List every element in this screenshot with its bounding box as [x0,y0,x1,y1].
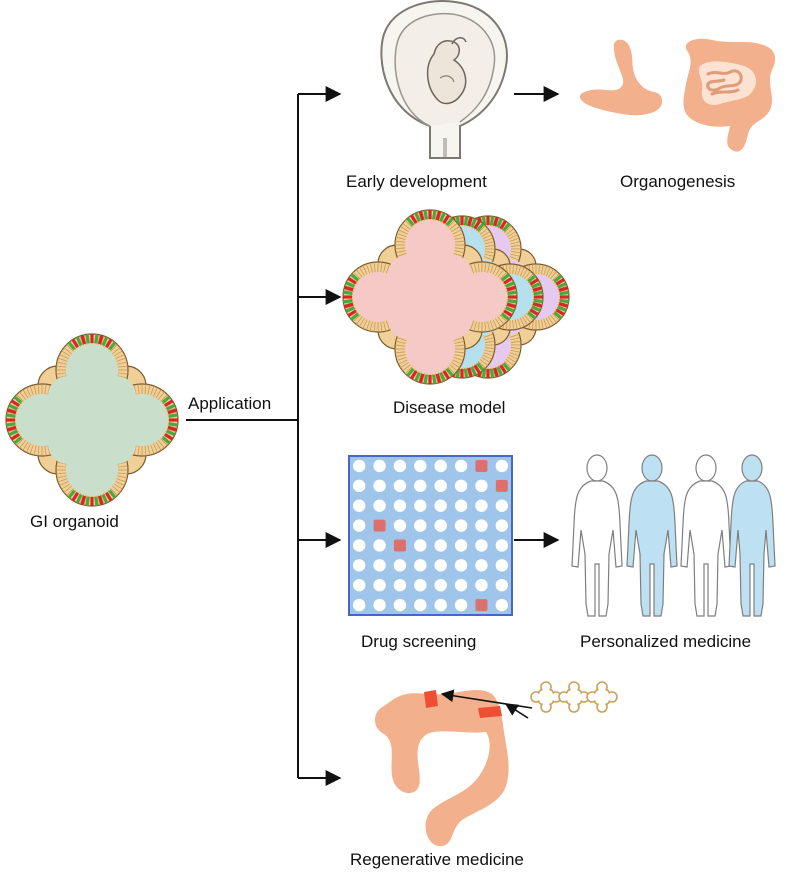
gi-organoid-label: GI organoid [30,512,119,531]
plate-well [454,559,468,572]
plate-well [495,519,509,532]
plate-well [495,578,509,592]
gi-organoid-icon [5,333,179,507]
plate-well [393,499,407,512]
plate-well [475,519,488,532]
plate-well [352,479,366,493]
hit-well [393,539,406,552]
plate-well [414,539,427,552]
plate-wells [352,459,509,612]
early-development-label: Early development [346,172,487,191]
plate-well [393,559,407,572]
plate-well [434,519,447,532]
plate-well [373,598,386,612]
patient-silhouette [680,454,732,617]
drug-screening-label: Drug screening [361,632,477,651]
plate-well [393,519,407,532]
patient-silhouettes [571,454,776,617]
plate-well [414,459,427,473]
plate-well [393,459,407,473]
plate-well [352,559,366,572]
plate-well [373,499,386,512]
plate-well [495,559,509,572]
plate-well [495,598,509,612]
plate-well [454,499,468,512]
plate-well [393,479,407,493]
hit-well [373,519,386,532]
plate-well [434,479,447,493]
regenerative-medicine-label: Regenerative medicine [350,850,524,869]
plate-well [475,479,488,493]
mini-organoid-chain [530,681,618,713]
hit-well [475,599,488,612]
plate-well [414,479,427,493]
plate-well [352,519,366,532]
plate-well [414,499,427,512]
organogenesis-label: Organogenesis [620,172,736,191]
plate-well [352,578,366,592]
plate-well [393,578,407,592]
plate-well [495,499,509,512]
plate-well [454,578,468,592]
hit-well [495,479,508,492]
transplant-arrow-2 [504,703,529,719]
plate-well [434,459,447,473]
hit-well [475,459,488,472]
application-label: Application [188,394,272,413]
plate-well [434,559,447,572]
regenerative-colon-icon [375,681,618,847]
plate-well [373,578,386,592]
patient-silhouette [571,454,623,617]
plate-well [454,598,468,612]
plate-well [373,459,386,473]
plate-well [352,459,366,473]
plate-well [352,539,366,552]
plate-well [434,598,447,612]
plate-well [495,459,509,473]
plate-well [475,578,488,592]
plate-well [475,559,488,572]
plate-well [475,539,488,552]
intestine-icon [683,38,776,152]
disease-model-organoids [342,209,570,385]
plate-well [373,479,386,493]
plate-well [352,499,366,512]
connector-lines [186,86,560,786]
plate-well [393,598,407,612]
personalized-medicine-label: Personalized medicine [580,632,752,651]
plate-well [373,539,386,552]
plate-well [454,459,468,473]
plate-well [454,519,468,532]
plate-well [454,479,468,493]
uterus-fetus-icon [380,0,508,159]
plate-well [475,499,488,512]
plate-well [414,519,427,532]
plate-well [434,539,447,552]
plate-well [414,598,427,612]
plate-well [454,539,468,552]
plate-well [434,578,447,592]
plate-well [414,578,427,592]
plate-well [352,598,366,612]
drug-screening-plate [348,455,513,616]
disease-organoid-front [342,209,518,385]
plate-well [495,539,509,552]
disease-model-label: Disease model [393,398,506,417]
plate-well [434,499,447,512]
patient-silhouette [728,454,776,617]
patient-silhouette [626,454,678,617]
plate-well [373,559,386,572]
plate-well [414,559,427,572]
stomach-icon [579,39,663,116]
